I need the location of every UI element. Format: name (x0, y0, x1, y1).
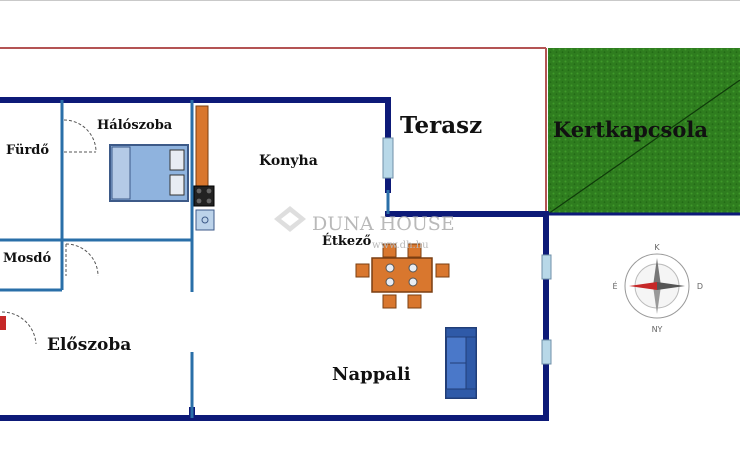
room-label-kertkapcsolat: Kertkapcsola (553, 117, 708, 142)
garden-diagonal-line (547, 79, 740, 215)
window-terrace (382, 137, 394, 179)
door-arcs (1, 119, 99, 345)
room-label-haloszoba: Hálószoba (97, 118, 173, 133)
compass-west-label: NY (652, 325, 663, 334)
room-label-etkezo: Étkező (322, 233, 372, 249)
compass-rose (624, 253, 690, 319)
door-furdo (63, 119, 97, 153)
compass-south-label: D (697, 282, 703, 291)
compass-east-label: K (654, 243, 660, 252)
room-label-nappali: Nappali (332, 364, 411, 385)
kitchen-counter (193, 105, 215, 231)
door-entrance (1, 311, 37, 345)
dining-table (355, 243, 450, 309)
room-label-eloszoba: Előszoba (47, 335, 131, 355)
entrance-marker (0, 316, 6, 330)
interior-walls (0, 100, 390, 418)
compass-north-label: É (612, 280, 617, 291)
watermark-brand: DUNA HOUSE (312, 213, 455, 235)
room-label-mosdo: Mosdó (3, 251, 51, 266)
room-label-konyha: Konyha (259, 153, 318, 169)
room-label-furdo: Fürdő (6, 143, 49, 158)
windows (382, 137, 552, 365)
bed (109, 144, 189, 202)
garden-area (548, 48, 740, 214)
window-east-2 (541, 339, 552, 365)
sofa (445, 327, 477, 399)
room-label-terasz: Terasz (400, 112, 482, 139)
door-mosdo (65, 243, 99, 277)
window-east-1 (541, 254, 552, 280)
watermark-logo-icon (274, 206, 306, 232)
watermark-url: www.dh.hu (372, 240, 429, 251)
